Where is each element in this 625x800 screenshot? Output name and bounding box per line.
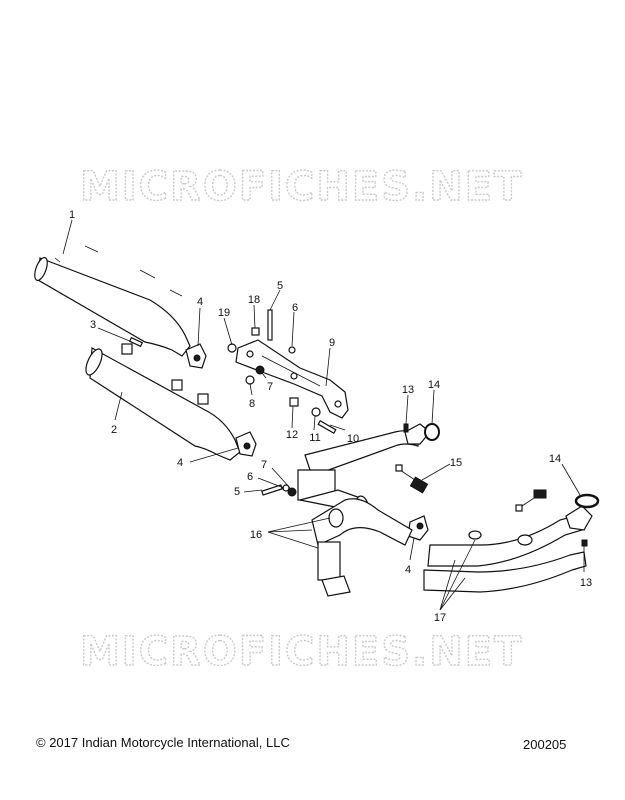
clamp-lower <box>407 515 429 541</box>
exhaust-flange-rear <box>565 505 593 547</box>
callout-2: 2 <box>111 424 117 436</box>
o2-sensor-rear <box>515 489 547 512</box>
exhaust-flange-front <box>403 423 431 445</box>
callout-13-front: 13 <box>402 384 414 396</box>
callout-16: 16 <box>250 529 262 541</box>
callout-7-lower: 7 <box>261 459 267 471</box>
callout-8: 8 <box>249 398 255 410</box>
callout-5-upper: 5 <box>277 280 283 292</box>
callout-12: 12 <box>286 429 298 441</box>
callout-19: 19 <box>218 307 230 319</box>
callout-17: 17 <box>434 612 446 624</box>
muffler-lower <box>85 343 241 461</box>
hardware-bolts <box>128 309 337 497</box>
callout-6-upper: 6 <box>292 302 298 314</box>
callout-9: 9 <box>329 337 335 349</box>
o2-sensor-front <box>395 464 429 494</box>
leader-lines <box>62 219 585 611</box>
callout-15: 15 <box>450 457 462 469</box>
callout-3: 3 <box>90 319 96 331</box>
callout-14-front: 14 <box>428 379 440 391</box>
clamp-middle <box>235 431 257 457</box>
copyright-text: © 2017 Indian Motorcycle International, … <box>36 735 290 750</box>
head-pipe-front <box>297 430 419 517</box>
watermark-bottom: MICROFICHES.NET <box>80 629 523 675</box>
exhaust-gasket-rear <box>574 493 600 509</box>
callout-14-rear: 14 <box>549 453 561 465</box>
callout-6-lower: 6 <box>247 471 253 483</box>
head-pipe-rear <box>311 498 413 597</box>
callout-11: 11 <box>309 432 320 444</box>
callout-1: 1 <box>69 209 75 221</box>
watermark-top: MICROFICHES.NET <box>80 164 523 210</box>
callout-4-lower: 4 <box>405 564 411 576</box>
diagram-id: 200205 <box>523 737 567 752</box>
callout-18: 18 <box>248 294 260 306</box>
callout-10: 10 <box>347 433 359 445</box>
callout-5-lower: 5 <box>234 486 240 498</box>
muffler-upper <box>34 245 191 357</box>
callout-4-middle: 4 <box>177 457 183 469</box>
exhaust-gasket-front <box>424 423 440 441</box>
callout-7-upper: 7 <box>267 381 273 393</box>
callout-13-rear: 13 <box>580 577 592 589</box>
crossover-pipes <box>423 514 587 593</box>
callout-4-upper: 4 <box>197 296 203 308</box>
